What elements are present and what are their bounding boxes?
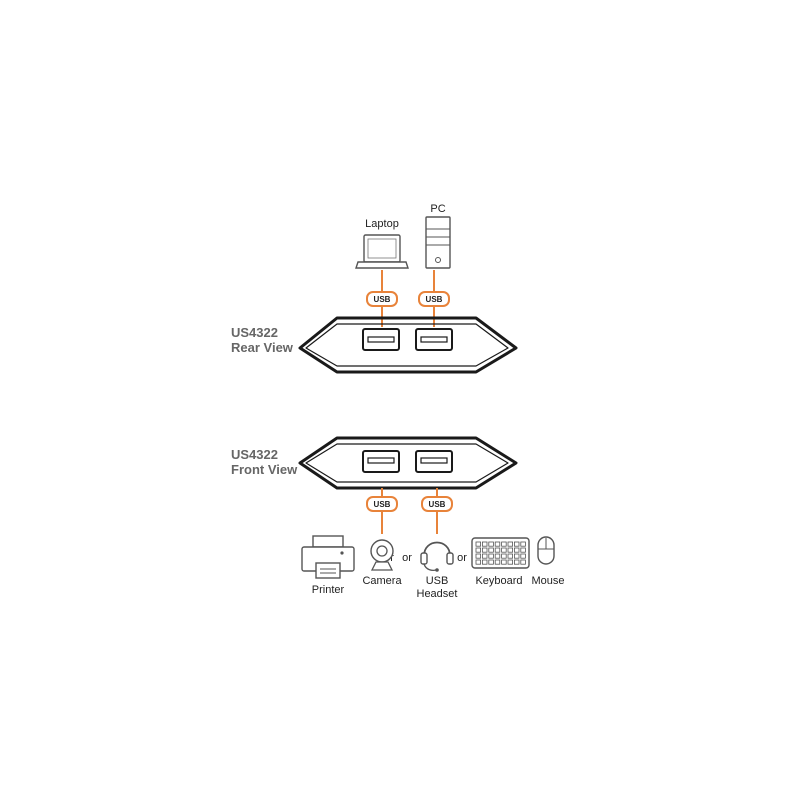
front-left-usb-cable: USB [366,488,398,534]
keyboard-key [475,559,481,565]
keyboard-key [494,547,501,553]
keyboard-key [514,541,520,547]
rear-usb-port-left [362,328,400,351]
front-right-usb-cable: USB [421,488,453,534]
keyboard-key [494,553,501,559]
front-view-title-model: US4322 [231,447,278,462]
keyboard-icon [471,537,530,569]
printer-icon [301,535,355,579]
keyboard-key [501,559,507,565]
keyboard-key [507,559,513,565]
rear-left-usb-cable: USB [366,270,398,327]
usb-tag-label: USB [374,295,391,304]
keyboard-key [507,541,513,547]
front-usb-port-left [362,450,400,473]
keyboard-key [520,541,526,547]
rear-usb-port-right [415,328,453,351]
keyboard-key [507,547,513,553]
front-view-title-view: Front View [231,462,298,477]
camera-label: Camera [362,575,402,587]
keyboard-key [507,553,513,559]
usb-tag-label: USB [426,295,443,304]
rear-view-device-body [298,316,518,374]
keyboard-key [494,559,501,565]
keyboard-key [501,553,507,559]
laptop-icon [355,234,409,269]
keyboard-key [481,541,488,547]
usb-tag-label: USB [374,500,391,509]
keyboard-key [481,559,488,565]
keyboard-key [494,541,501,547]
rear-view-title-model: US4322 [231,325,278,340]
keyboard-key [488,553,494,559]
headset-label-line2: Headset [417,588,458,600]
front-view-device-body [298,436,518,490]
keyboard-key [488,541,494,547]
keyboard-key [488,547,494,553]
keyboard-key [481,547,488,553]
keyboard-key [520,547,526,553]
keyboard-key [514,553,520,559]
keyboard-key [520,559,526,565]
keyboard-key [501,547,507,553]
keyboard-key [475,547,481,553]
laptop-label: Laptop [365,218,399,230]
rear-view-title-view: Rear View [231,340,294,355]
keyboard-key [475,553,481,559]
keyboard-label: Keyboard [475,575,522,587]
keyboard-key [488,559,494,565]
mouse-icon [537,536,555,565]
or-label: or [457,552,467,564]
headset-icon [420,541,454,572]
keyboard-key [514,559,520,565]
pc-tower-icon [425,216,451,269]
mouse-label: Mouse [531,575,564,587]
usb-tag-label: USB [429,500,446,509]
front-usb-port-right [415,450,453,473]
keyboard-key [514,547,520,553]
keyboard-key [501,541,507,547]
keyboard-key [475,541,481,547]
or-label: or [402,552,412,564]
keyboard-key [481,553,488,559]
keyboard-key [520,553,526,559]
printer-label: Printer [312,584,345,596]
webcam-icon [370,539,394,571]
pc-label: PC [430,203,445,215]
headset-label-line1: USB [426,575,449,587]
